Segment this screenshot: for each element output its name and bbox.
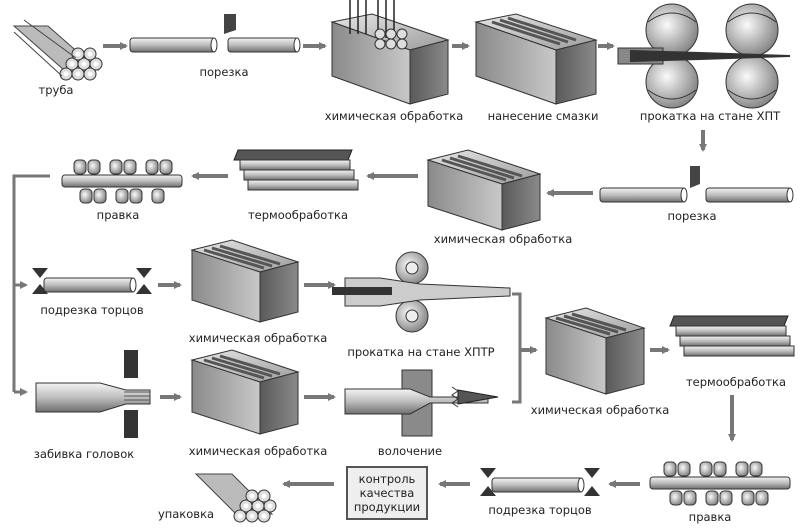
label-drawing: волочение [377,444,443,458]
label-end-trimming: подрезка торцов [488,503,592,517]
hpt-rolling-mill-icon [617,3,790,109]
quality-control-box: контроль качества продукции [346,466,428,520]
lubrication-bath-icon [474,13,598,105]
label-packing: упаковка [157,507,215,521]
heat-treatment-icon [669,315,795,357]
hptr-rolling-mill-icon [332,251,511,333]
packed-bundle-icon [194,473,277,523]
label-straightening: правка [96,208,140,222]
quality-label-line: качества [359,486,415,500]
flow-connector [12,174,50,392]
trimming-ends-icon [32,268,152,294]
chemical-bath-icon [190,239,300,323]
label-end-trimming: подрезка торцов [40,303,144,317]
label-chemical-treatment: химическая обработка [188,444,328,458]
chemical-bath-icon [330,0,450,105]
label-heat-treatment: термообработка [685,375,787,389]
chemical-bath-icon [190,349,300,435]
straightening-rolls-icon [649,461,791,506]
label-cutting: порезка [199,65,249,79]
trimming-ends-icon [480,468,600,496]
cutting-tube-icon [129,14,301,53]
quality-label-line: продукции [353,500,421,514]
flow-connector [512,292,522,404]
drawing-die-icon [344,369,499,437]
label-chemical-treatment: химическая обработка [530,403,670,417]
label-cutting: порезка [667,209,717,223]
label-lubrication: нанесение смазки [487,109,599,123]
cutting-tube-icon [599,166,794,203]
heat-treatment-icon [233,149,359,191]
label-heading: забивка головок [33,447,135,461]
chemical-bath-icon [426,149,542,231]
label-pipe: труба [38,83,74,97]
quality-label-line: контроль [358,472,416,486]
label-hpt-rolling: прокатка на стане ХПТ [639,109,781,123]
label-straightening: правка [688,510,732,524]
label-heat-treatment: термообработка [247,208,349,222]
label-chemical-treatment: химическая обработка [433,232,573,246]
heading-icon [35,350,151,438]
label-chemical-treatment: химическая обработка [188,331,328,345]
label-chemical-treatment: химическая обработка [324,109,464,123]
straightening-rolls-icon [61,159,183,204]
label-hptr-rolling: прокатка на стане ХПТР [347,345,495,359]
chemical-bath-icon [544,307,646,395]
pipe-bundle-icon [12,19,103,81]
